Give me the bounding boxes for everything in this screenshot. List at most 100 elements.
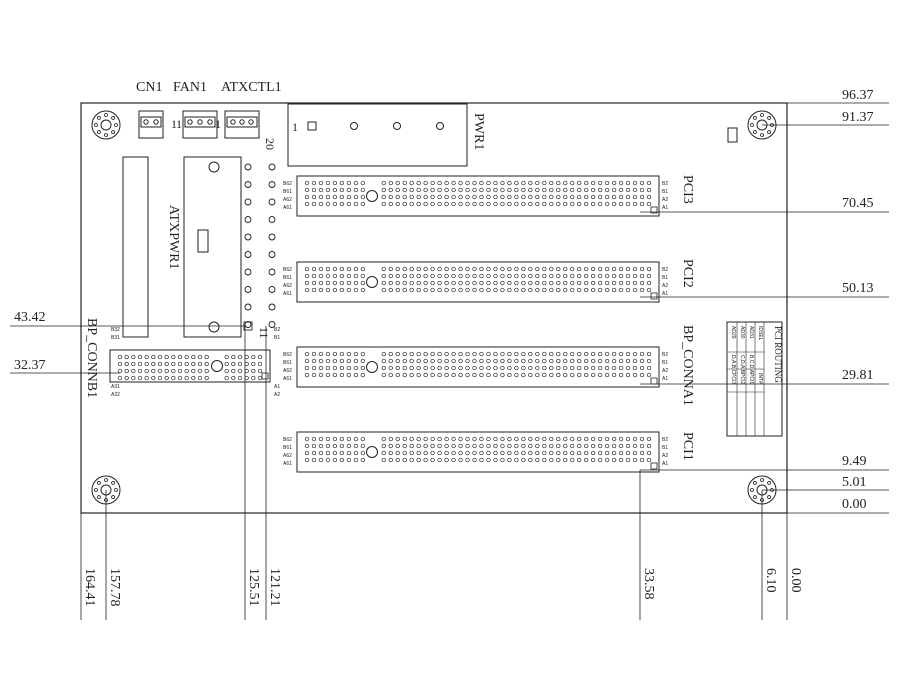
dim-left-32-37: 32.37 xyxy=(14,358,46,373)
routing-row-2-int: C,D,A,B xyxy=(739,355,745,374)
cn1-connector: 1 xyxy=(138,110,177,139)
dim-right-50-13: 50.13 xyxy=(842,281,874,296)
routing-row-1-idsel: AD31 xyxy=(748,326,754,339)
pci2-slot xyxy=(296,261,660,303)
small-component-d xyxy=(727,127,738,143)
connb1-pin-label: B2 xyxy=(274,327,280,333)
pwr1-label: PWR1 xyxy=(471,113,486,150)
conna1-pin-label-left: A62 xyxy=(283,368,292,374)
conna1-pin-label-right: B1 xyxy=(662,360,668,366)
pci3-slot xyxy=(296,175,660,217)
connb1-pin-label: A32 xyxy=(111,392,120,398)
routing-row-2-idsel: AD30 xyxy=(739,326,745,339)
bp-connb1-slot xyxy=(109,349,271,383)
pci2-pin-label-right: A2 xyxy=(662,283,668,289)
pci3-pin-label-left: B61 xyxy=(283,189,292,195)
dim-bottom-121-21: 121.21 xyxy=(267,568,282,607)
pci3-pin-label-left: A61 xyxy=(283,205,292,211)
cn1-label: CN1 xyxy=(136,80,162,95)
conna1-pin-label-right: A2 xyxy=(662,368,668,374)
routing-row-3-int: D,A,B,C xyxy=(730,355,736,373)
dimension-lines-bottom xyxy=(80,326,788,620)
routing-header-int: INT# xyxy=(757,373,763,384)
routing-row-3-slot: PCI3 xyxy=(730,373,736,384)
fan1-label: FAN1 xyxy=(173,80,207,95)
conna1-pin-label-right: B2 xyxy=(662,352,668,358)
atxctl1-connector: 1 xyxy=(215,110,260,139)
bp-connb1-label: BP_CONNB1 xyxy=(84,318,99,398)
conna1-pin-label-left: B61 xyxy=(283,360,292,366)
dim-left-43-42: 43.42 xyxy=(14,310,46,325)
connb1-pin-label: A2 xyxy=(274,392,280,398)
pci-routing-table: PCI ROUTING IDSEL INT# AD31 B,C,D,A PCI1… xyxy=(726,321,783,437)
connb1-pin-label: A31 xyxy=(111,384,120,390)
pci3-pin-label-right: A1 xyxy=(662,205,668,211)
dim-bottom-33-58: 33.58 xyxy=(641,568,656,600)
atxctl1-pin-1: 1 xyxy=(215,117,221,131)
pci2-pin-label-left: B62 xyxy=(283,267,292,273)
pci3-pin-label-left: A62 xyxy=(283,197,292,203)
dim-right-0-00: 0.00 xyxy=(842,497,867,512)
routing-row-1-int: B,C,D,A xyxy=(748,355,754,374)
pci1-pin-label-right: A1 xyxy=(662,461,668,467)
dim-bottom-157-78: 157.78 xyxy=(107,568,122,607)
pci1-pin-label-left: A62 xyxy=(283,453,292,459)
pwr1-pin-1: 1 xyxy=(292,120,298,134)
dim-bottom-164-41: 164.41 xyxy=(82,568,97,607)
pci3-pin-label-right: B2 xyxy=(662,181,668,187)
pci1-pin-label-left: B62 xyxy=(283,437,292,443)
atxpwr1-label: ATXPWR1 xyxy=(166,205,181,270)
fan1-pin-1: 1 xyxy=(176,117,182,131)
cn1-pin-1: 1 xyxy=(171,117,177,131)
connb1-pin-label: B32 xyxy=(111,327,120,333)
fan1-connector: 1 xyxy=(176,110,218,139)
pci2-pin-label-left: A62 xyxy=(283,283,292,289)
pci3-pin-label-right: B1 xyxy=(662,189,668,195)
pci1-label: PCI1 xyxy=(680,432,695,461)
bp-conna1-label: BP_CONNA1 xyxy=(680,325,695,406)
pci2-pin-label-left: A61 xyxy=(283,291,292,297)
dim-right-91-37: 91.37 xyxy=(842,110,874,125)
routing-table-title: PCI ROUTING xyxy=(773,326,783,383)
connb1-pin-label: B31 xyxy=(111,335,120,341)
conna1-pin-label-right: A1 xyxy=(662,376,668,382)
bp-conna1-slot xyxy=(296,346,660,388)
dimension-lines-left xyxy=(10,325,245,374)
conna1-pin-label-left: B62 xyxy=(283,352,292,358)
dim-right-29-81: 29.81 xyxy=(842,368,874,383)
connb1-pin-label: B1 xyxy=(274,335,280,341)
pci1-pin-label-left: B61 xyxy=(283,445,292,451)
pci1-pin-label-right: B1 xyxy=(662,445,668,451)
pci3-pin-label-left: B62 xyxy=(283,181,292,187)
pci1-slot xyxy=(296,431,660,473)
atxpwr1-connector: ATXPWR1 20 11 xyxy=(122,138,277,339)
routing-row-3-idsel: AD29 xyxy=(730,326,736,339)
routing-header-idsel: IDSEL xyxy=(757,326,763,341)
conna1-pin-label-left: A61 xyxy=(283,376,292,382)
dim-bottom-125-51: 125.51 xyxy=(246,568,261,607)
pci1-pin-label-left: A61 xyxy=(283,461,292,467)
pci2-pin-label-right: B1 xyxy=(662,275,668,281)
dim-bottom-0-00: 0.00 xyxy=(788,568,803,593)
dim-right-5-01: 5.01 xyxy=(842,475,867,490)
pwr1-connector: 1 PWR1 xyxy=(287,103,486,167)
pci3-label: PCI3 xyxy=(680,175,695,204)
dimension-lines-right xyxy=(640,102,889,514)
atxpwr1-pin-11: 11 xyxy=(257,327,271,339)
pci2-pin-label-right: B2 xyxy=(662,267,668,273)
pci1-pin-label-right: A2 xyxy=(662,453,668,459)
atxctl1-label: ATXCTL1 xyxy=(221,80,282,95)
pci2-pin-label-left: B61 xyxy=(283,275,292,281)
atxpwr1-pin-20: 20 xyxy=(263,138,277,150)
pci1-pin-label-right: B2 xyxy=(662,437,668,443)
routing-row-1-slot: PCI1 xyxy=(748,373,754,384)
connb1-pin-label: A1 xyxy=(274,384,280,390)
dim-bottom-6-10: 6.10 xyxy=(763,568,778,593)
routing-row-2-slot: PCI2 xyxy=(739,373,745,384)
board-outline xyxy=(80,102,788,514)
pci3-pin-label-right: A2 xyxy=(662,197,668,203)
dim-right-70-45: 70.45 xyxy=(842,196,874,211)
dim-right-96-37: 96.37 xyxy=(842,88,874,103)
mounting-hole-bottom-left xyxy=(91,475,121,505)
